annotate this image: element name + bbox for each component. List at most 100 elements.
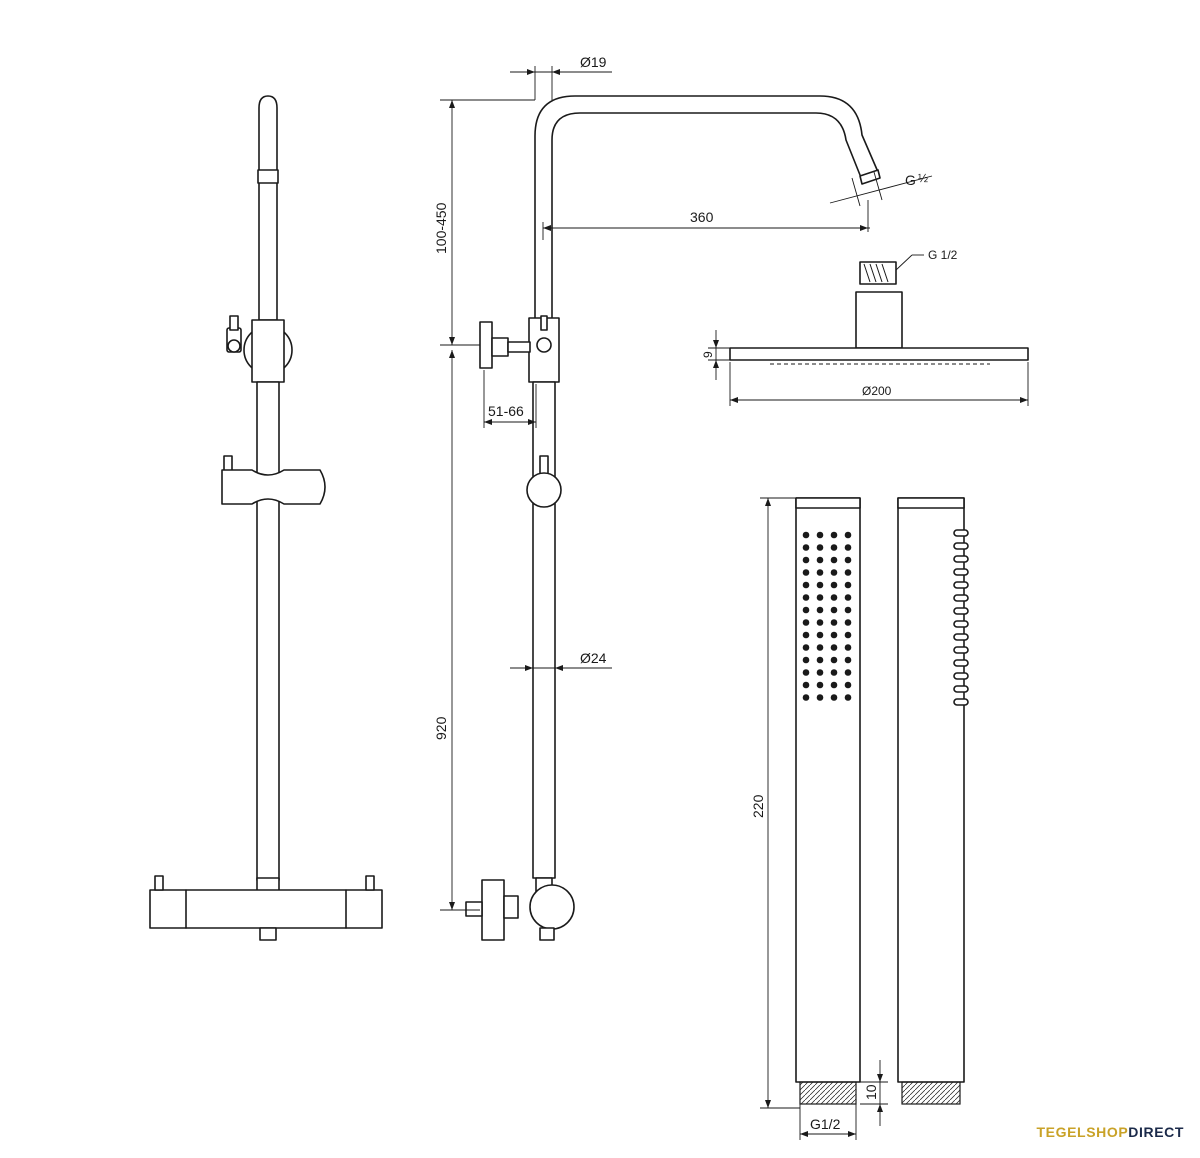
spray-nozzle bbox=[830, 581, 838, 589]
svg-text:Ø24: Ø24 bbox=[580, 650, 607, 666]
spray-nozzle bbox=[816, 606, 824, 614]
dim-arm-thread: G ½ bbox=[829, 171, 933, 207]
spray-nozzle bbox=[844, 694, 852, 701]
side-nozzle bbox=[953, 685, 969, 693]
spray-nozzle bbox=[844, 606, 852, 614]
spray-nozzle bbox=[802, 544, 810, 551]
spray-nozzle bbox=[830, 681, 838, 689]
svg-text:Ø19: Ø19 bbox=[580, 54, 607, 70]
spray-nozzle bbox=[830, 669, 838, 676]
spray-nozzle bbox=[830, 556, 838, 564]
spray-nozzle bbox=[844, 619, 852, 626]
spray-nozzle bbox=[802, 644, 810, 651]
dim-hand-thread-length: 10 bbox=[860, 1060, 888, 1126]
spray-nozzle bbox=[802, 531, 810, 539]
svg-text:G: G bbox=[905, 172, 916, 188]
spray-nozzle-grid bbox=[802, 531, 852, 701]
svg-text:100-450: 100-450 bbox=[433, 202, 449, 254]
spray-nozzle bbox=[830, 606, 838, 614]
brand-part-2: DIRECT bbox=[1128, 1124, 1184, 1140]
spray-nozzle bbox=[844, 594, 852, 601]
svg-text:G 1/2: G 1/2 bbox=[928, 248, 958, 262]
spray-nozzle bbox=[844, 569, 852, 576]
dim-hand-length: 220 bbox=[750, 497, 800, 1109]
side-nozzle bbox=[953, 581, 969, 589]
spray-nozzle bbox=[844, 556, 852, 564]
dim-head-diameter: Ø200 bbox=[729, 362, 1029, 406]
side-nozzle bbox=[953, 542, 969, 550]
spray-nozzle bbox=[844, 669, 852, 676]
spray-nozzle bbox=[816, 631, 824, 639]
spray-nozzle bbox=[802, 606, 810, 614]
spray-nozzle bbox=[802, 594, 810, 601]
spray-nozzle bbox=[816, 594, 824, 601]
svg-text:360: 360 bbox=[690, 209, 714, 225]
side-nozzle bbox=[953, 568, 969, 576]
spray-nozzle bbox=[802, 619, 810, 626]
spray-nozzle bbox=[816, 544, 824, 551]
spray-nozzle bbox=[816, 644, 824, 651]
spray-nozzle bbox=[844, 644, 852, 651]
head-shower bbox=[729, 261, 1029, 365]
svg-text:10: 10 bbox=[863, 1084, 879, 1100]
spray-nozzle bbox=[802, 556, 810, 564]
svg-text:G1/2: G1/2 bbox=[810, 1116, 841, 1132]
spray-nozzle bbox=[830, 531, 838, 539]
spray-nozzle bbox=[830, 544, 838, 551]
side-nozzle bbox=[953, 529, 969, 537]
dim-bar-diameter: Ø24 bbox=[510, 650, 612, 671]
hand-shower-side bbox=[897, 497, 969, 1105]
side-view bbox=[465, 95, 881, 941]
spray-nozzle bbox=[830, 694, 838, 701]
svg-text:9: 9 bbox=[701, 351, 715, 358]
spray-nozzle bbox=[844, 656, 852, 664]
dim-head-thickness: 9 bbox=[701, 330, 730, 380]
dim-head-thread: G 1/2 bbox=[895, 248, 958, 271]
spray-nozzle bbox=[844, 681, 852, 689]
side-nozzle bbox=[953, 659, 969, 667]
spray-nozzle bbox=[816, 556, 824, 564]
side-nozzle bbox=[953, 607, 969, 615]
side-nozzle bbox=[953, 646, 969, 654]
brand-part-1: TEGELSHOP bbox=[1036, 1124, 1129, 1140]
spray-nozzle bbox=[802, 669, 810, 676]
spray-nozzle bbox=[830, 619, 838, 626]
dim-top-pipe-diameter: Ø19 bbox=[510, 54, 612, 100]
spray-nozzle bbox=[802, 569, 810, 576]
spray-nozzle bbox=[816, 669, 824, 676]
spray-nozzle bbox=[844, 531, 852, 539]
spray-nozzle bbox=[816, 656, 824, 664]
svg-text:220: 220 bbox=[750, 794, 766, 818]
spray-nozzle bbox=[816, 581, 824, 589]
spray-nozzle bbox=[830, 656, 838, 664]
spray-nozzle bbox=[802, 631, 810, 639]
dim-valve-offset: 51-66 bbox=[483, 370, 537, 428]
spray-nozzle bbox=[816, 619, 824, 626]
spray-nozzle bbox=[830, 569, 838, 576]
svg-text:Ø200: Ø200 bbox=[862, 384, 892, 398]
spray-nozzle bbox=[844, 631, 852, 639]
side-nozzle bbox=[953, 594, 969, 602]
spray-nozzle bbox=[830, 594, 838, 601]
spray-nozzle bbox=[802, 581, 810, 589]
dim-arm-length: 360 bbox=[542, 200, 870, 240]
spray-nozzle bbox=[816, 681, 824, 689]
spray-nozzle bbox=[816, 531, 824, 539]
spray-nozzle bbox=[802, 694, 810, 701]
side-nozzle bbox=[953, 672, 969, 680]
head-nozzles bbox=[760, 359, 1000, 365]
spray-nozzle bbox=[844, 544, 852, 551]
spray-nozzle bbox=[802, 681, 810, 689]
dim-height-adjust: 100-450 bbox=[433, 99, 535, 346]
svg-text:½: ½ bbox=[918, 171, 928, 185]
spray-nozzle bbox=[830, 644, 838, 651]
spray-nozzle bbox=[802, 656, 810, 664]
spray-nozzle bbox=[816, 569, 824, 576]
spray-nozzle bbox=[844, 581, 852, 589]
side-nozzle bbox=[953, 555, 969, 563]
spray-nozzle bbox=[816, 694, 824, 701]
brand-logo: TEGELSHOPDIRECT bbox=[1037, 1124, 1184, 1140]
side-nozzle bbox=[953, 698, 969, 706]
side-nozzle-ridges bbox=[953, 529, 969, 706]
